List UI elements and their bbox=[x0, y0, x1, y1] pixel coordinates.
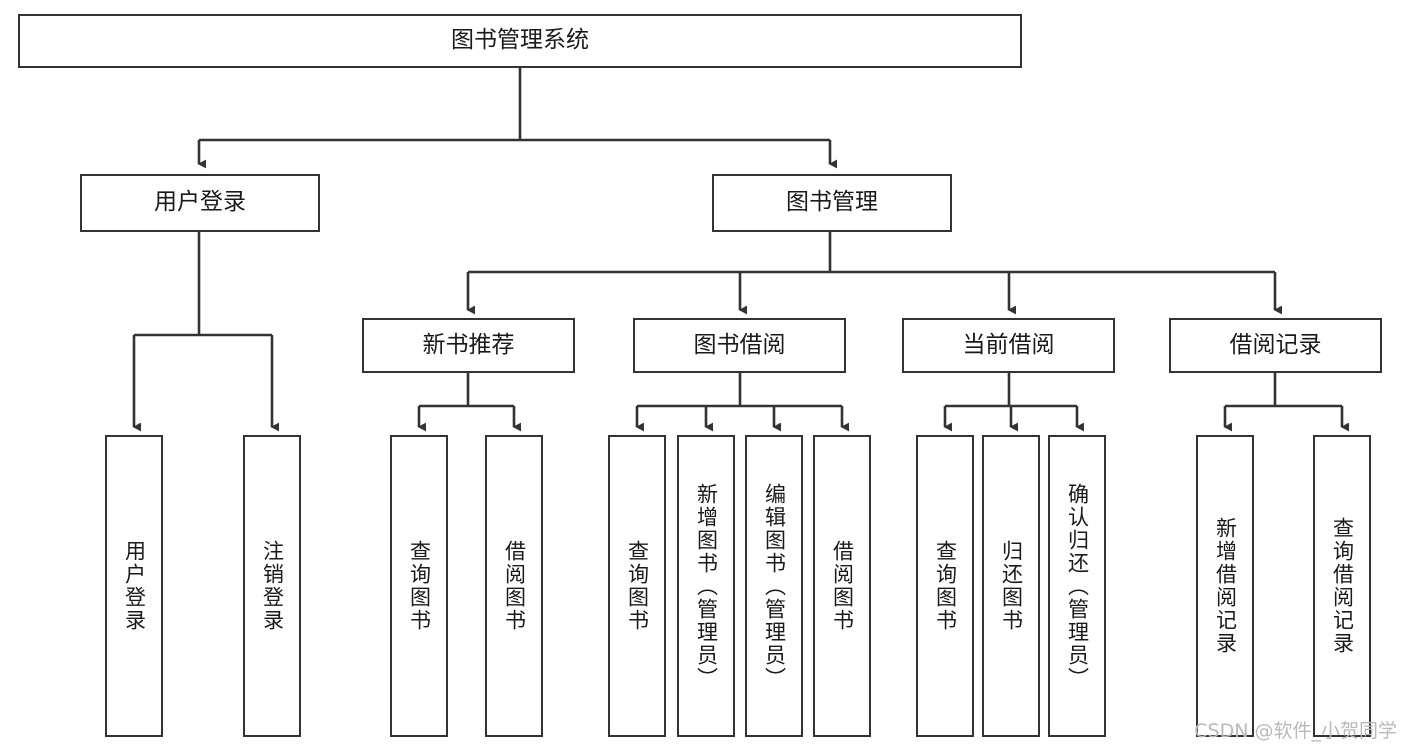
node-leaf-label: 查询借阅记录 bbox=[1330, 517, 1355, 655]
node-borrow-records[interactable]: 借阅记录 bbox=[1169, 318, 1382, 373]
node-leaf-book-borrow-borrow[interactable]: 借阅图书 bbox=[813, 435, 871, 737]
node-leaf-label: 归还图书 bbox=[999, 540, 1024, 632]
node-leaf-label: 查询图书 bbox=[933, 540, 958, 632]
node-new-book-recommend-label: 新书推荐 bbox=[422, 331, 515, 358]
watermark-text: CSDN @软件_小贺同学 bbox=[1194, 720, 1397, 742]
node-leaf-user-login-logout[interactable]: 注销登录 bbox=[243, 435, 301, 737]
node-current-borrow-label: 当前借阅 bbox=[962, 331, 1055, 358]
node-user-login-label: 用户登录 bbox=[154, 189, 246, 216]
node-book-management-label: 图书管理 bbox=[786, 189, 878, 216]
node-leaf-book-borrow-add[interactable]: 新增图书（管理员） bbox=[677, 435, 735, 737]
node-leaf-new-book-query[interactable]: 查询图书 bbox=[390, 435, 448, 737]
node-leaf-current-borrow-confirm[interactable]: 确认归还（管理员） bbox=[1048, 435, 1106, 737]
node-leaf-label: 借阅图书 bbox=[502, 540, 527, 632]
node-leaf-records-add[interactable]: 新增借阅记录 bbox=[1196, 435, 1254, 737]
node-book-borrow-label: 图书借阅 bbox=[693, 331, 786, 358]
node-leaf-label: 用户登录 bbox=[122, 540, 147, 632]
node-root-label: 图书管理系统 bbox=[451, 27, 589, 54]
node-user-login[interactable]: 用户登录 bbox=[80, 174, 320, 232]
node-leaf-book-borrow-query[interactable]: 查询图书 bbox=[608, 435, 666, 737]
node-leaf-label: 新增图书（管理员） bbox=[694, 482, 719, 690]
node-root[interactable]: 图书管理系统 bbox=[18, 14, 1022, 68]
node-leaf-records-query[interactable]: 查询借阅记录 bbox=[1313, 435, 1371, 737]
node-leaf-label: 编辑图书（管理员） bbox=[762, 482, 787, 690]
node-leaf-label: 查询图书 bbox=[625, 540, 650, 632]
node-leaf-label: 新增借阅记录 bbox=[1213, 517, 1238, 655]
node-leaf-current-borrow-query[interactable]: 查询图书 bbox=[916, 435, 974, 737]
node-borrow-records-label: 借阅记录 bbox=[1229, 331, 1322, 358]
node-current-borrow[interactable]: 当前借阅 bbox=[902, 318, 1115, 373]
node-leaf-label: 查询图书 bbox=[407, 540, 432, 632]
node-new-book-recommend[interactable]: 新书推荐 bbox=[362, 318, 575, 373]
node-leaf-new-book-borrow[interactable]: 借阅图书 bbox=[485, 435, 543, 737]
node-book-management[interactable]: 图书管理 bbox=[712, 174, 952, 232]
node-leaf-label: 借阅图书 bbox=[830, 540, 855, 632]
node-leaf-label: 确认归还（管理员） bbox=[1065, 482, 1090, 690]
node-leaf-label: 注销登录 bbox=[260, 540, 285, 632]
node-leaf-current-borrow-return[interactable]: 归还图书 bbox=[982, 435, 1040, 737]
node-leaf-book-borrow-edit[interactable]: 编辑图书（管理员） bbox=[745, 435, 803, 737]
node-book-borrow[interactable]: 图书借阅 bbox=[633, 318, 846, 373]
node-leaf-user-login-login[interactable]: 用户登录 bbox=[105, 435, 163, 737]
